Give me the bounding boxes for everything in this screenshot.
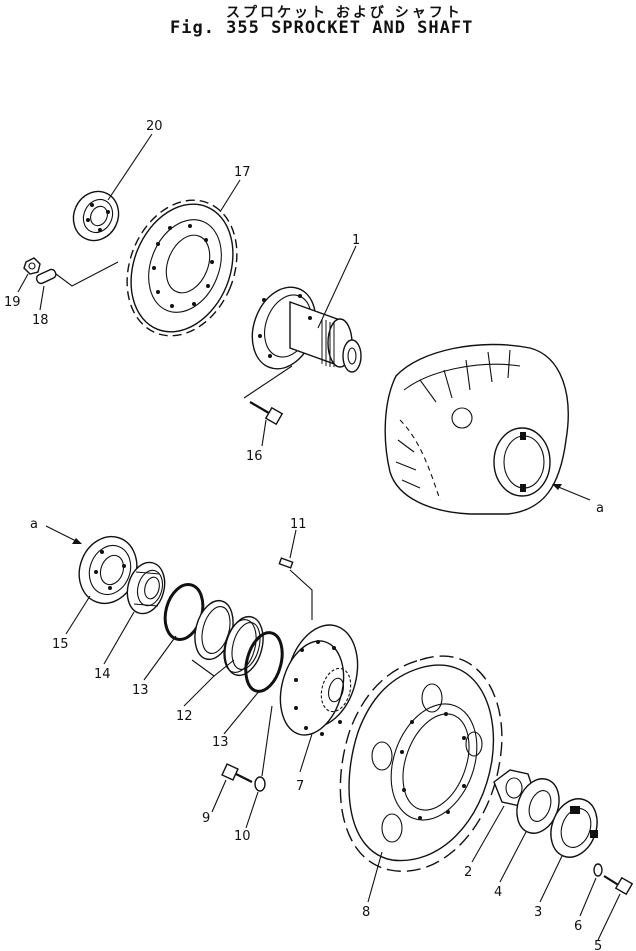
part-10-washer [254,705,273,792]
callout-1: 1 [352,233,360,248]
view-marker-label: a [30,517,38,532]
part-20-bearing [72,190,120,242]
view-arrow-a-left: a [30,517,82,544]
part-7-hub [279,624,359,736]
final-drive-housing [384,343,569,515]
part-8-sprocket [339,655,503,872]
part-1-shaft [243,286,362,399]
callout-6: 6 [574,919,582,934]
callout-14: 14 [94,667,111,682]
callout-10: 10 [234,829,251,844]
leader-lines [17,133,621,941]
figure-title-japanese: スプロケット および シャフト [226,5,463,21]
callout-3: 3 [534,905,542,920]
part-16-gear [126,199,238,337]
callout-18: 19 [4,295,21,310]
part-5-bolt [603,875,634,896]
callout-2: 2 [464,865,472,880]
callout-7: 7 [296,779,304,794]
callout-17: 16 [246,449,263,464]
callout-4: 4 [494,885,502,900]
figure-title: Fig. 355 SPROCKET AND SHAFT [170,18,474,38]
part-6-washer [593,863,603,877]
part-14-bearing-cone [126,561,166,615]
part-17-bolt [249,401,284,426]
callout-20: 20 [146,119,163,134]
callout-16: 17 [234,165,251,180]
callout-5: 5 [594,939,602,951]
part-18-nut [23,257,41,275]
callout-9: 9 [202,811,210,826]
part-13-ring-lower [244,631,284,693]
part-12-seal-pair [194,599,264,677]
part-3-cap [550,798,598,858]
view-arrow-a-right: a [552,484,604,516]
part-9-bolt [221,763,253,783]
callout-15: 15 [52,637,69,652]
callout-8: 8 [362,905,370,920]
part-11-pin [278,557,313,620]
part-19-bolt [35,261,119,287]
callout-19: 18 [32,313,49,328]
part-4-lock-plate [516,778,560,834]
callout-labels: 20 17 1 19 18 16 11 15 14 13 12 13 7 9 1… [4,119,602,951]
callout-13-upper: 13 [132,683,149,698]
callout-12: 12 [176,709,193,724]
callout-13-lower: 13 [212,735,229,750]
callout-11: 11 [290,517,307,532]
view-marker-label: a [596,501,604,516]
